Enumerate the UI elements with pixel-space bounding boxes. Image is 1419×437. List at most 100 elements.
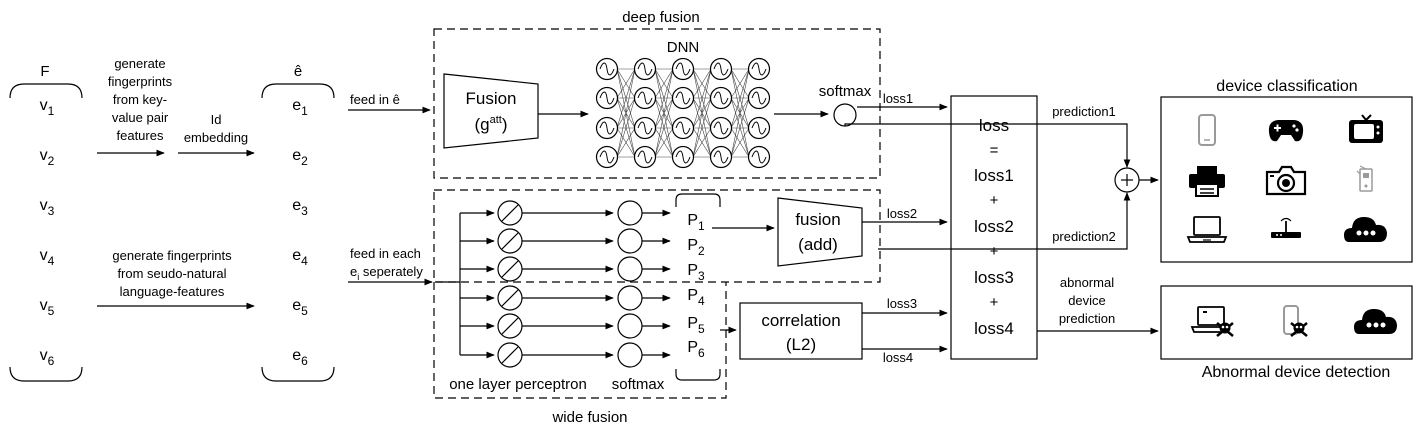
nl-line-2: language-features [120,284,225,299]
loss1-label: loss1 [883,91,913,106]
prediction2-label: prediction2 [1052,229,1116,244]
loss-box-line: loss3 [974,268,1014,287]
loss-box-line: loss1 [974,166,1014,185]
smartphone-icon [1198,114,1216,146]
dnn-network [595,57,771,169]
fusion-gatt-block [443,73,539,149]
dnn-edge [692,68,712,158]
feature-item: v1 [40,97,55,118]
fusion-add-label: fusion [795,210,840,229]
dnn-edge [616,68,636,158]
p-item: P6 [687,339,705,360]
dnn-edge [616,127,636,158]
router-icon [1271,217,1301,238]
dnn-neuron [633,145,657,169]
sensor-icon [1356,165,1373,192]
p-item: P3 [687,262,705,283]
device-classification-title: device classification [1216,78,1357,95]
dnn-edge [654,68,674,129]
wide-softmax-node [617,313,643,339]
kv-line-1: fingerprints [108,74,173,89]
embedding-header: ê [294,63,302,80]
abnormal-line-2: prediction [1059,311,1115,326]
wide-softmax-label: softmax [612,376,665,393]
id-embedding-label: Id embedding [184,112,248,145]
deep-softmax-node [833,103,857,127]
p-brace-bottom [675,369,721,381]
dnn-neuron [747,57,771,81]
correlation-block [739,302,863,360]
embedding-brace-bottom [261,366,335,382]
infected-phone-icon [1283,305,1308,337]
dnn-neuron [633,116,657,140]
dnn-edge [692,97,712,158]
abnormal-line-1: device [1068,293,1106,308]
wide-fusion-frame-upper [433,189,881,283]
gamepad-icon [1268,120,1304,142]
loss-box-text: loss=loss1+loss2+loss3+loss4 [974,116,1014,338]
dnn-neuron [633,57,657,81]
loss4-label: loss4 [883,350,913,365]
deep-fusion-panel: deep fusion Fusion (gatt) DNN softmax [433,9,881,179]
deep-fusion-title: deep fusion [622,9,700,26]
id-line-0: Id [211,112,222,127]
dnn-edge [616,97,636,158]
feature-header: F [40,63,49,80]
wide-softmax-node [617,342,643,368]
dnn-neuron [595,86,619,110]
feature-item: v4 [40,247,55,268]
loss-box-line: + [990,243,999,260]
embedding-brace-top [261,83,335,99]
dnn-edge [654,127,674,158]
dnn-neuron [747,145,771,169]
kv-line-4: features [117,128,164,143]
correlation-formula: (L2) [786,335,816,354]
fusion-add-formula: (add) [798,235,838,254]
perceptron-network [436,200,671,368]
wide-softmax-node [617,285,643,311]
printer-icon [1189,166,1225,197]
dnn-edge [654,97,674,158]
embedding-item: e1 [292,97,308,118]
feature-brace-bottom [9,366,83,382]
perceptron-neuron [497,256,523,282]
dnn-neuron [671,145,695,169]
feature-item: v3 [40,197,55,218]
wide-softmax-node [617,200,643,226]
dnn-edge [692,68,712,129]
dnn-neuron [709,145,733,169]
dnn-neuron [709,116,733,140]
feed-each-line-0: feed in each [350,246,421,261]
abnormal-line-0: abnormal [1060,275,1114,290]
feature-item: v2 [40,147,55,168]
dnn-neuron [747,86,771,110]
prediction1-label: prediction1 [1052,104,1116,119]
fusion-label: Fusion [465,89,516,108]
wide-softmax-node [617,228,643,254]
dnn-edge [692,68,712,99]
perceptron-neuron [497,313,523,339]
nl-line-0: generate fingerprints [112,248,232,263]
nl-line-1: from seudo-natural [117,266,226,281]
dnn-edge [730,127,750,158]
id-line-1: embedding [184,130,248,145]
tv-icon [1349,114,1383,143]
loss-box-line: loss [979,116,1009,135]
p-item: P5 [687,315,705,336]
p-item: P4 [687,287,705,308]
loss-box [950,95,1038,360]
perceptron-neuron [497,200,523,226]
loss-box-line: loss4 [974,319,1014,338]
wide-fusion-title: wide fusion [551,409,627,426]
loss-box-line: + [990,192,999,209]
loss-box-line: = [990,142,999,159]
perceptron-neuron [497,228,523,254]
feed-all-label: feed in ê [350,92,400,107]
p-item: P2 [687,237,705,258]
camera-icon [1265,165,1307,196]
dnn-neuron [709,57,733,81]
